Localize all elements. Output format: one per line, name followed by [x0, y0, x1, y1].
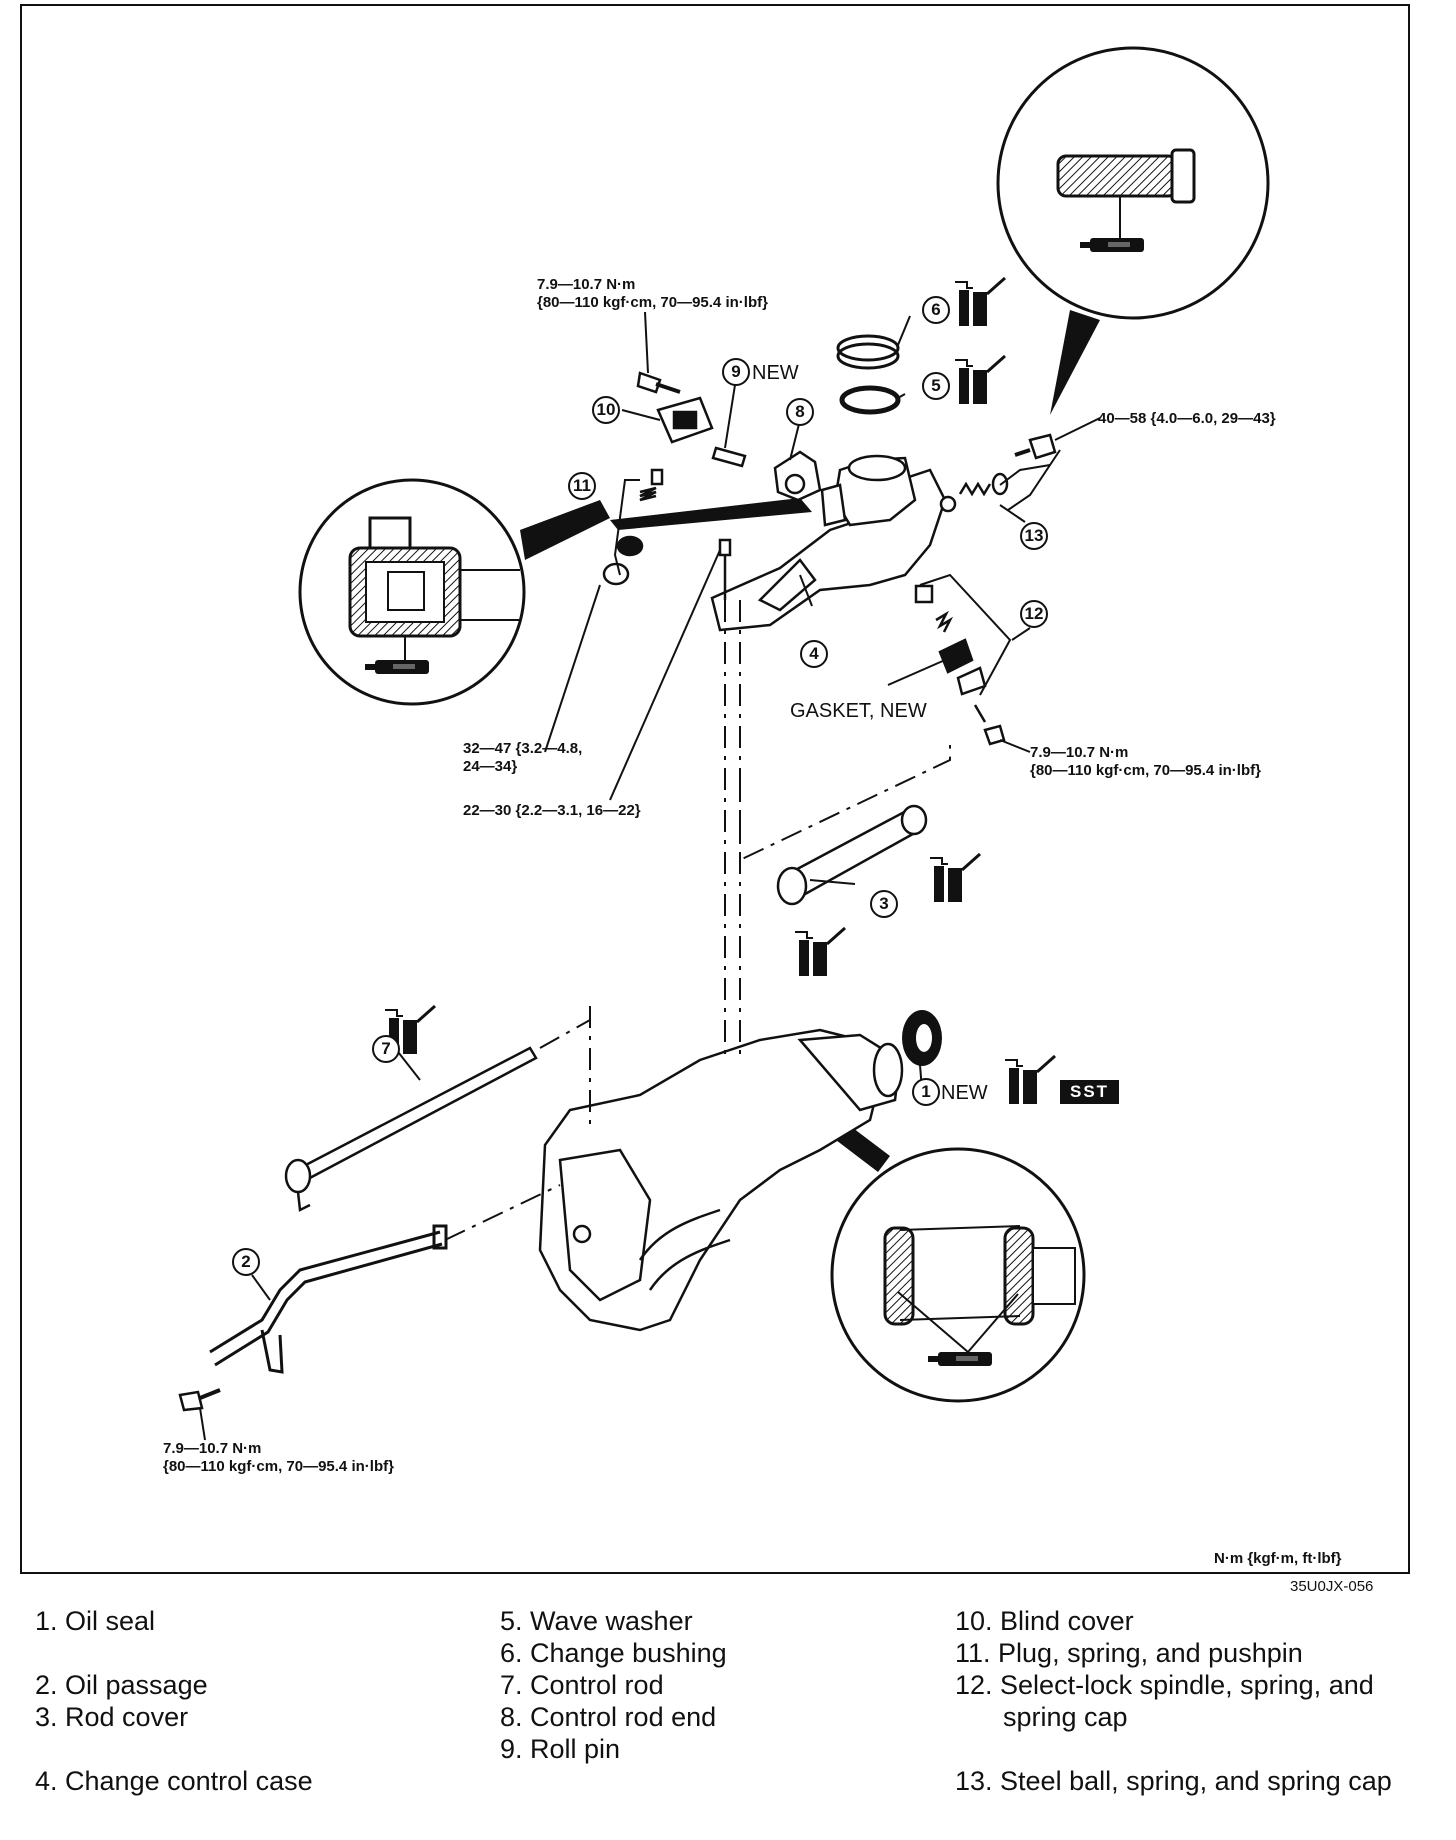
- legend-item: 12. Select-lock spindle, spring, and spr…: [955, 1670, 1374, 1732]
- callout-7: 7: [372, 1035, 400, 1063]
- oil-passage: [209, 1224, 448, 1374]
- torque-select-lock: 7.9—10.7 N·m {80—110 kgf·cm, 70—95.4 in·…: [1030, 744, 1261, 780]
- legend-item: 13. Steel ball, spring, and spring cap: [955, 1766, 1392, 1796]
- legend-column-1: 1. Oil seal 2. Oil passage 3. Rod cover …: [35, 1605, 475, 1797]
- legend-column-2: 5. Wave washer 6. Change bushing 7. Cont…: [500, 1605, 920, 1765]
- callout-8: 8: [786, 398, 814, 426]
- alignment-lines: [444, 600, 951, 1241]
- callout-5: 5: [922, 372, 950, 400]
- roll-pin: [711, 446, 747, 468]
- oil-seal: [902, 1010, 942, 1066]
- diagram-frame: [20, 4, 1410, 1574]
- callout-3: 3: [870, 890, 898, 918]
- plug-spring-pushpin: [602, 468, 664, 586]
- bolt-detail-circle: [996, 46, 1270, 415]
- callout-6: 6: [922, 296, 950, 324]
- sealant-tube-icon: [928, 1352, 992, 1366]
- rod-cover: [776, 804, 928, 906]
- callout-1-new-tag: NEW: [941, 1082, 988, 1104]
- torque-bolt: 22—30 {2.2—3.1, 16—22}: [463, 802, 641, 819]
- legend-item: 10. Blind cover: [955, 1606, 1134, 1636]
- legend-item: 6. Change bushing: [500, 1638, 727, 1668]
- change-control-case: [710, 454, 947, 632]
- torque-blind-cover-nm: 7.9—10.7 N·m: [537, 276, 636, 293]
- callout-4: 4: [800, 640, 828, 668]
- control-rod: [284, 1046, 538, 1212]
- torque-oil-passage: 7.9—10.7 N·m {80—110 kgf·cm, 70—95.4 in·…: [163, 1440, 394, 1476]
- torque-oil-passage-nm: 7.9—10.7 N·m: [163, 1440, 262, 1457]
- legend-item: 4. Change control case: [35, 1766, 313, 1796]
- legend-column-3: 10. Blind cover 11. Plug, spring, and pu…: [955, 1605, 1405, 1797]
- legend-item: 3. Rod cover: [35, 1702, 189, 1732]
- torque-select-lock-nm: 7.9—10.7 N·m: [1030, 744, 1129, 761]
- torque-oil-passage-alt: {80—110 kgf·cm, 70—95.4 in·lbf}: [163, 1458, 394, 1475]
- callout-12: 12: [1020, 600, 1048, 628]
- torque-blind-cover: 7.9—10.7 N·m {80—110 kgf·cm, 70—95.4 in·…: [537, 276, 768, 312]
- change-bushing: [836, 334, 900, 370]
- bolt-icon: [178, 371, 1057, 1412]
- torque-plug-11: 32—47 {3.2—4.8, 24—34}: [463, 740, 582, 776]
- torque-blind-cover-alt: {80—110 kgf·cm, 70—95.4 in·lbf}: [537, 294, 768, 311]
- callout-9-new-tag: NEW: [752, 362, 799, 384]
- callout-9: 9: [722, 358, 750, 386]
- legend-item: 2. Oil passage: [35, 1670, 208, 1700]
- leader-lines: [199, 311, 1101, 1441]
- sealant-tube-icon: [1080, 238, 1144, 252]
- callout-13: 13: [1020, 522, 1048, 550]
- callout-2: 2: [232, 1248, 260, 1276]
- blind-cover-detail-circle: [298, 478, 812, 706]
- legend-item: 9. Roll pin: [500, 1734, 621, 1764]
- torque-select-lock-alt: {80—110 kgf·cm, 70—95.4 in·lbf}: [1030, 762, 1261, 779]
- torque-plug-11-line2: 24—34}: [463, 758, 518, 775]
- callout-11: 11: [568, 472, 596, 500]
- callout-1: 1: [912, 1078, 940, 1106]
- blind-cover: [656, 396, 714, 444]
- legend-item: 1. Oil seal: [35, 1606, 156, 1636]
- control-rod-end: [773, 450, 822, 502]
- callout-10: 10: [592, 396, 620, 424]
- figure-code: 35U0JX-056: [1290, 1578, 1374, 1595]
- sst-badge: SST: [1060, 1080, 1120, 1104]
- grease-tube-icon: [383, 276, 1057, 1106]
- select-lock-spindle: [914, 584, 987, 696]
- units-note: N·m {kgf·m, ft·lbf}: [1214, 1550, 1342, 1567]
- legend-item: 7. Control rod: [500, 1670, 664, 1700]
- legend-item: 5. Wave washer: [500, 1606, 693, 1636]
- steel-ball-spring-cap: [939, 472, 1009, 513]
- torque-plug-11-line1: 32—47 {3.2—4.8,: [463, 740, 583, 757]
- gasket-label: GASKET, NEW: [790, 700, 927, 722]
- legend-item: 11. Plug, spring, and pushpin: [955, 1638, 1303, 1668]
- sealant-tube-icon: [365, 660, 429, 674]
- wave-washer: [839, 385, 901, 415]
- extension-housing: [538, 1028, 904, 1332]
- legend-item: 8. Control rod end: [500, 1702, 717, 1732]
- torque-plug: 40—58 {4.0—6.0, 29—43}: [1098, 410, 1276, 427]
- exploded-view-drawing: [178, 46, 1270, 1441]
